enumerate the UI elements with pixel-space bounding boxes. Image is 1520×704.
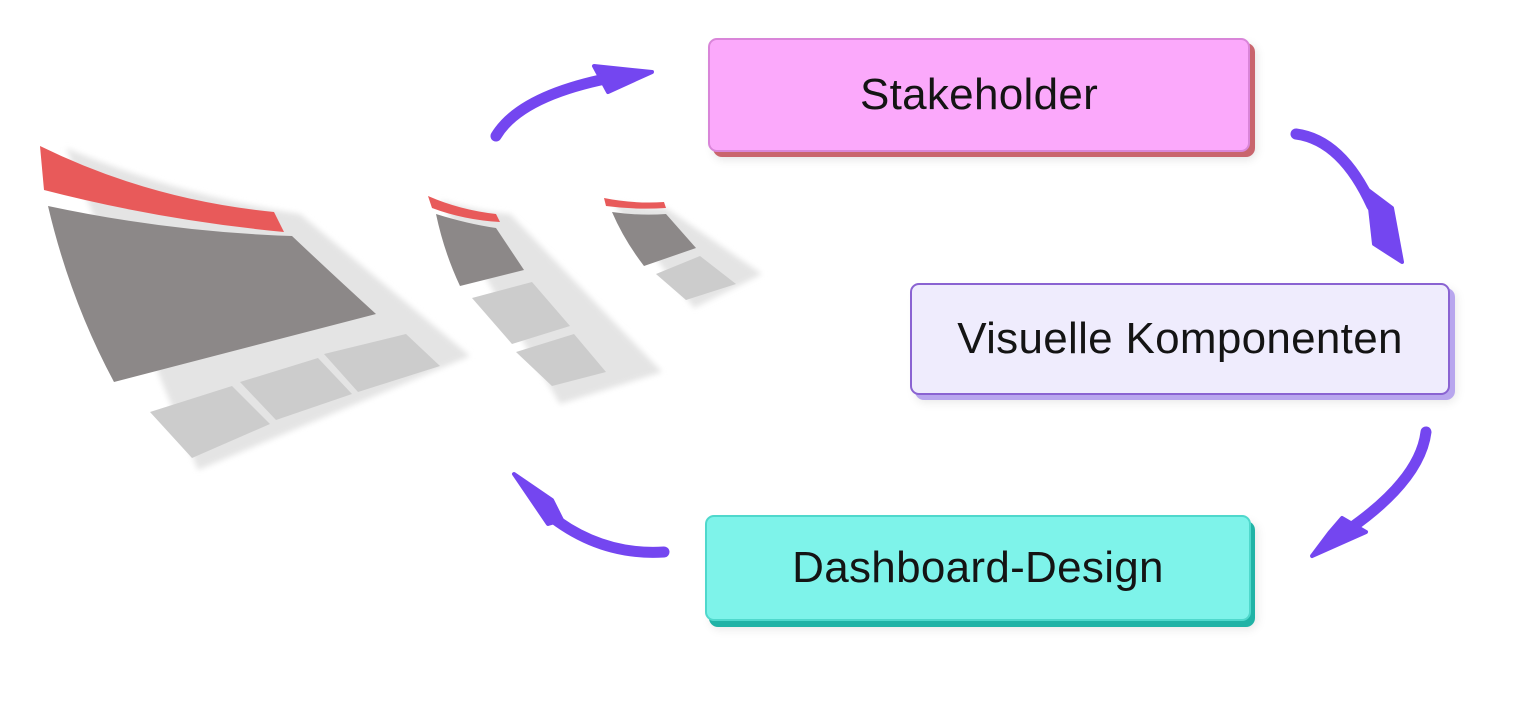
node-dashboard-design: Dashboard-Design: [705, 515, 1251, 621]
sheet-card: [516, 334, 606, 386]
node-label-dashboard-design: Dashboard-Design: [792, 543, 1164, 592]
node-label-visual-components: Visuelle Komponenten: [957, 314, 1403, 363]
sheet-header: [428, 196, 500, 222]
small-sheet-icon: [604, 198, 762, 308]
node-label-stakeholder: Stakeholder: [859, 70, 1099, 119]
node-stakeholder: Stakeholder: [708, 38, 1250, 152]
sheet-chart-area: [436, 214, 524, 286]
sheet-card: [472, 282, 570, 344]
node-visual-components: Visuelle Komponenten: [910, 283, 1450, 395]
edge-arrow-dashboard-to-illustration: [512, 472, 670, 558]
edge-arrow-stakeholder-to-visual: [1290, 128, 1404, 264]
dashboard-sheets-icon: [40, 146, 762, 470]
large-sheet-icon: [40, 146, 470, 470]
sheet-chart-area: [48, 206, 376, 382]
sheet-card: [240, 358, 352, 420]
sheet-header: [604, 198, 666, 209]
sheet-card: [150, 386, 270, 458]
medium-sheet-icon: [428, 196, 662, 404]
edge-arrow-illustration-to-stakeholder: [490, 64, 654, 142]
edge-arrow-visual-to-dashboard: [1310, 426, 1432, 558]
sheet-header: [40, 146, 284, 232]
cycle-arrows: [490, 64, 1432, 558]
sheet-card: [324, 334, 440, 392]
sheet-chart-area: [612, 212, 696, 266]
sheet-card: [656, 256, 736, 300]
